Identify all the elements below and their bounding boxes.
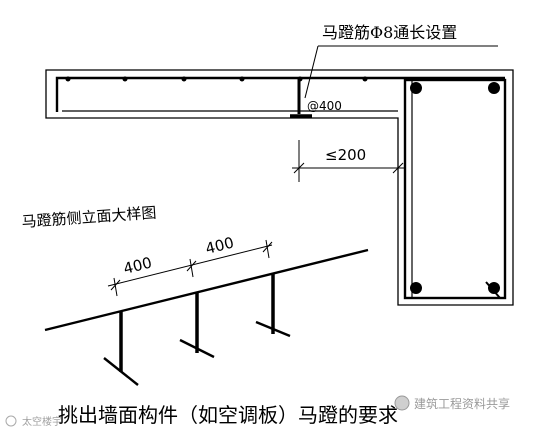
- leader-line: [304, 45, 319, 99]
- beam-corner-bar: [410, 282, 422, 294]
- beam-corner-bar: [410, 82, 422, 94]
- dim-extension: [265, 239, 270, 259]
- dim-tick: [392, 162, 404, 174]
- caption-label: 挑出墙面构件（如空调板）马蹬的要求: [58, 403, 398, 427]
- dim-tick: [186, 260, 197, 272]
- watermark-left: 太空楼宇: [5, 415, 62, 428]
- wechat-logo-icon: [394, 395, 410, 411]
- dim-tick: [262, 241, 273, 253]
- concrete-outline: [45, 69, 514, 306]
- dim-200-label: ≤200: [325, 146, 366, 164]
- dimension-400-400: [107, 239, 273, 297]
- watermark-right-label: 建筑工程资料共享: [414, 396, 510, 411]
- beam-main-bars: [410, 82, 501, 299]
- structure-outline: [45, 69, 514, 306]
- chair-bar-section: [290, 45, 498, 118]
- dim-line: [107, 244, 273, 287]
- top-note-label: 马蹬筋Φ8通长设置: [322, 23, 457, 42]
- rebar-dot: [65, 76, 71, 82]
- dim-400-left-label: 400: [122, 253, 154, 277]
- beam-corner-bar: [488, 82, 500, 94]
- top-bar: [44, 248, 369, 332]
- chair-foot: [255, 320, 291, 338]
- chair-bar-elevation: [44, 248, 369, 386]
- rebar-dot: [122, 76, 128, 82]
- rebar-dot: [362, 76, 368, 82]
- slab-top-rebar: [55, 76, 505, 112]
- dim-tick: [293, 162, 305, 174]
- watermark-logo-icon: [5, 415, 17, 427]
- rebar-dot: [239, 76, 245, 82]
- stirrup-hook: [485, 281, 501, 299]
- chair-foot: [179, 338, 215, 359]
- beam-stirrup: [403, 78, 507, 300]
- watermark-right: 建筑工程资料共享: [394, 395, 510, 411]
- watermark-left-label: 太空楼宇: [22, 415, 62, 428]
- chair-foot: [103, 357, 139, 386]
- dim-tick: [110, 279, 121, 291]
- beam-corner-bar: [488, 282, 500, 294]
- detail-title-label: 马蹬筋侧立面大样图: [21, 204, 157, 231]
- dim-extension: [189, 258, 194, 278]
- rebar-dot: [181, 76, 187, 82]
- dim-400-right-label: 400: [204, 233, 236, 257]
- spacing-note-label: @400: [307, 99, 342, 113]
- dimension-200: [292, 130, 405, 182]
- dim-extension: [113, 277, 118, 297]
